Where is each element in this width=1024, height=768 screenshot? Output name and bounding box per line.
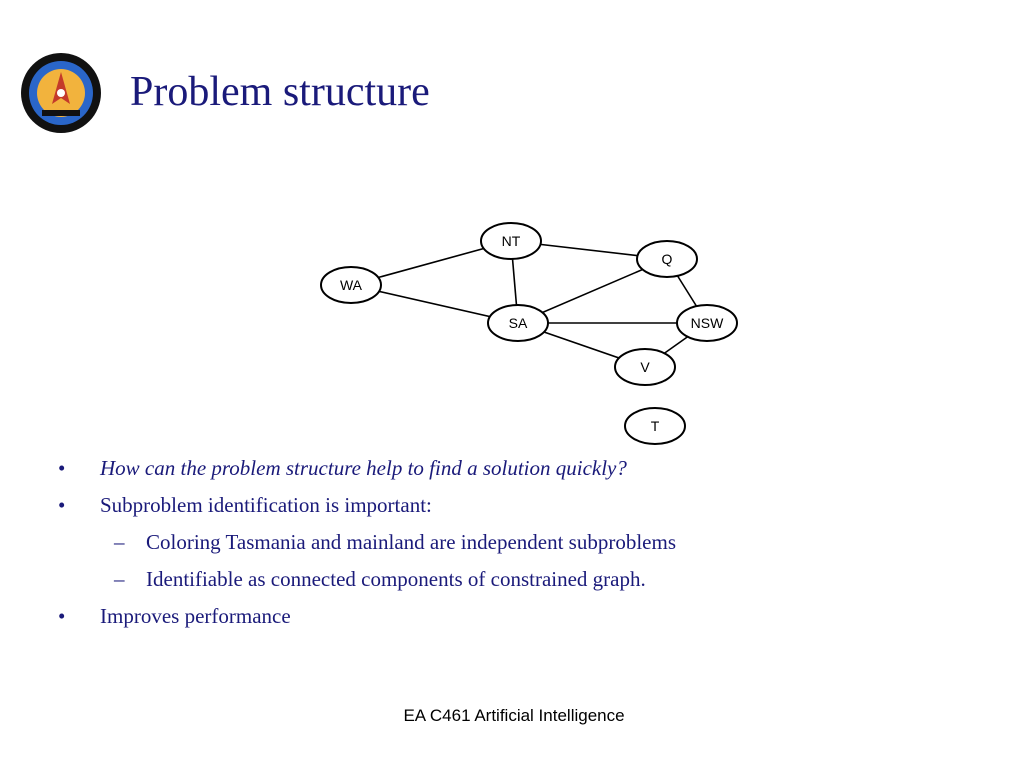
graph-node-q: Q [636,240,698,278]
bullet-marker: • [58,456,66,480]
sub-bullet-item: – Coloring Tasmania and mainland are ind… [58,524,958,561]
bullet-text: Subproblem identification is important: [100,493,432,517]
graph-node-nsw: NSW [676,304,738,342]
institute-logo [21,53,101,133]
bullet-item: • How can the problem structure help to … [58,450,958,487]
node-label: WA [340,277,363,293]
node-label: NT [502,233,521,249]
bullet-text: Improves performance [100,604,291,628]
node-ellipse [320,266,382,304]
bullet-item: • Subproblem identification is important… [58,487,958,524]
node-label: T [651,418,660,434]
node-label: Q [662,251,673,267]
graph-node-sa: SA [487,304,549,342]
node-ellipse [636,240,698,278]
bullet-list: • How can the problem structure help to … [58,450,958,635]
node-label: NSW [691,315,724,331]
footer-text: EA C461 Artificial Intelligence [403,706,625,725]
graph-node-v: V [614,348,676,386]
graph-node-t: T [624,407,686,445]
node-ellipse [480,222,542,260]
slide-footer: EA C461 Artificial Intelligence [0,706,1024,726]
graph-node-wa: WA [320,266,382,304]
node-ellipse [624,407,686,445]
node-label: V [640,359,650,375]
sub-bullet-marker: – [114,530,125,554]
bullet-item: • Improves performance [58,598,958,635]
bullet-marker: • [58,493,66,517]
sub-bullet-text: Identifiable as connected components of … [146,567,646,591]
sub-bullet-marker: – [114,567,125,591]
node-ellipse [487,304,549,342]
graph-node-nt: NT [480,222,542,260]
constraint-graph: NT Q WA SA NSW V T [320,222,738,445]
slide-title: Problem structure [130,69,430,115]
bullet-marker: • [58,604,66,628]
bullet-text: How can the problem structure help to fi… [100,456,627,480]
sub-bullet-item: – Identifiable as connected components o… [58,561,958,598]
node-label: SA [509,315,528,331]
node-ellipse [614,348,676,386]
sub-bullet-text: Coloring Tasmania and mainland are indep… [146,530,677,554]
node-ellipse [676,304,738,342]
